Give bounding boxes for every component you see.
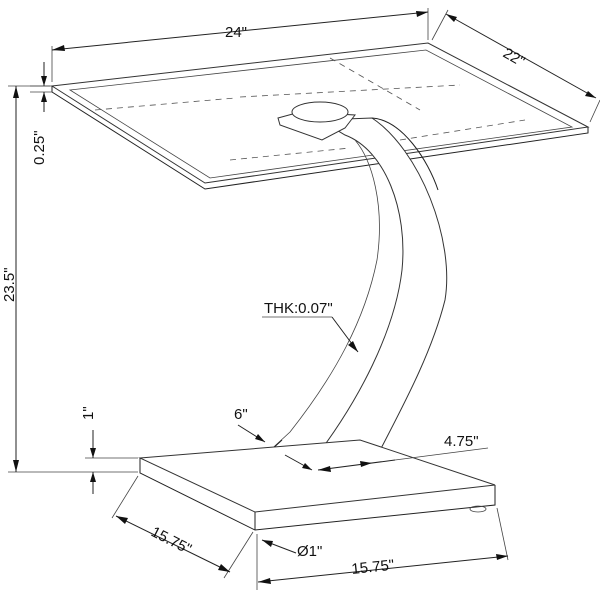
arrowhead bbox=[218, 564, 230, 572]
hidden-line-2 bbox=[239, 84, 461, 98]
arrowhead bbox=[446, 14, 457, 22]
label-base-depth: 15.75" bbox=[148, 523, 194, 558]
puck-disc bbox=[291, 101, 349, 123]
label-leg-depth: 4.75" bbox=[444, 433, 479, 450]
top-connector-puck bbox=[277, 101, 356, 141]
dim-base-thickness: 1" bbox=[80, 406, 138, 494]
arrowhead bbox=[416, 11, 428, 17]
arrowhead bbox=[255, 434, 265, 442]
dim-leg-width: 6" bbox=[234, 406, 313, 471]
label-foot-diameter: Ø1" bbox=[297, 543, 322, 560]
dim-leg-depth: 4.75" bbox=[317, 433, 489, 472]
dim-overall-height: 23.5" bbox=[1, 85, 138, 473]
callout-material-thickness: THK:0.07" bbox=[262, 300, 359, 353]
base-foot bbox=[469, 505, 487, 513]
arrowhead bbox=[348, 341, 358, 352]
label-leg-width: 6" bbox=[234, 406, 248, 423]
leg-side-edge bbox=[371, 117, 439, 191]
label-top-depth: 22" bbox=[500, 45, 528, 71]
arrowhead bbox=[116, 516, 128, 524]
dimension-line bbox=[51, 11, 429, 51]
dimension-line bbox=[115, 515, 231, 573]
arrowhead bbox=[13, 86, 19, 98]
arrowhead bbox=[90, 448, 96, 458]
dimension-line bbox=[445, 13, 597, 99]
label-base-width: 15.75" bbox=[351, 557, 395, 578]
leader-line bbox=[394, 447, 489, 461]
arrowhead bbox=[360, 461, 372, 467]
extension-line bbox=[589, 99, 600, 123]
arrowhead bbox=[262, 540, 273, 547]
arrowhead bbox=[318, 466, 331, 472]
label-material-thickness: THK:0.07" bbox=[264, 300, 333, 317]
dimension-line bbox=[257, 555, 509, 583]
leg-inner-edge bbox=[264, 139, 380, 456]
arrowhead bbox=[41, 92, 47, 102]
arrowhead bbox=[496, 554, 508, 560]
extension-line bbox=[431, 9, 449, 41]
arrowhead bbox=[13, 460, 19, 472]
table-base bbox=[138, 439, 496, 531]
tabletop-edge bbox=[51, 86, 589, 190]
base-top-face bbox=[138, 439, 496, 513]
label-overall-height: 23.5" bbox=[1, 267, 18, 302]
label-base-thickness: 1" bbox=[80, 406, 97, 420]
hidden-line-1 bbox=[94, 97, 236, 111]
dimension-line bbox=[317, 459, 396, 471]
dim-base-width: 15.75" bbox=[256, 507, 509, 590]
extension-line bbox=[111, 475, 139, 519]
dim-top-thickness: 0.25" bbox=[30, 62, 52, 165]
dim-foot-diameter: Ø1" bbox=[261, 539, 322, 560]
extension-line bbox=[496, 507, 509, 561]
arrowhead bbox=[52, 45, 65, 51]
arrowhead bbox=[41, 76, 47, 86]
dim-top-width: 24" bbox=[51, 8, 429, 82]
arrowhead bbox=[302, 463, 312, 470]
label-top-width: 24" bbox=[225, 24, 247, 41]
arrowhead bbox=[258, 578, 271, 584]
arrowhead bbox=[585, 91, 596, 98]
extension-line bbox=[223, 531, 254, 579]
arrowhead bbox=[90, 472, 96, 482]
hidden-line-3 bbox=[229, 147, 351, 161]
label-top-thickness: 0.25" bbox=[31, 130, 48, 165]
tabletop-bevel bbox=[68, 49, 574, 179]
